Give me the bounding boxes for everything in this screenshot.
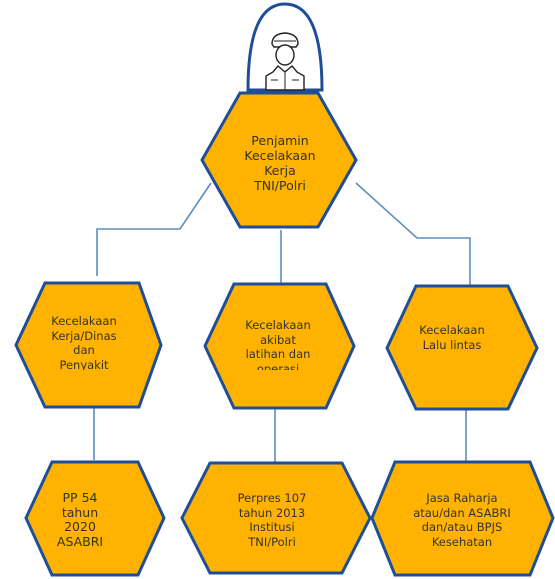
node-label-level1-right: Kecelakaan Lalu lintas xyxy=(419,323,485,352)
connector-root-right xyxy=(355,182,471,287)
node-label-level1-middle: Kecelakaan akibat latihan dan operasi xyxy=(245,318,311,370)
soldier-portrait-icon xyxy=(246,2,324,92)
node-label-level2-middle: Perpres 107 tahun 2013 Institusi TNI/Pol… xyxy=(237,491,307,549)
node-label-level2-left: PP 54 tahun 2020 ASABRI xyxy=(56,491,104,549)
node-label-level2-right: Jasa Raharja atau/dan ASABRI dan/atau BP… xyxy=(413,491,511,549)
hexagon-root xyxy=(200,91,358,229)
hexagon-level2-left xyxy=(24,460,166,577)
hexagon-level1-middle xyxy=(203,282,356,410)
hexagon-level2-middle xyxy=(180,461,372,575)
connector-root-left xyxy=(96,182,212,276)
connectors xyxy=(93,182,471,463)
hexagon-level1-right xyxy=(385,284,539,411)
node-label-root: Penjamin Kecelakaan Kerja TNI/Polri PNS xyxy=(244,133,316,193)
node-label-level1-left: Kecelakaan Kerja/Dinas dan Penyakit xyxy=(51,314,117,370)
hexagon-level2-right xyxy=(370,460,555,577)
hexagon-level1-left xyxy=(14,281,163,409)
